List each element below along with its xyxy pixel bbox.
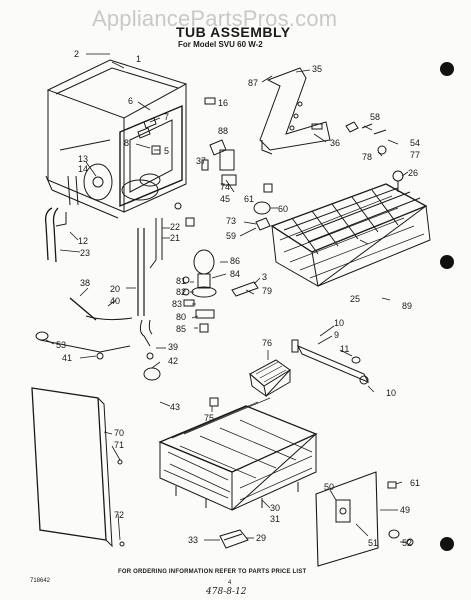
ordering-info-footer: FOR ORDERING INFORMATION REFER TO PARTS …	[118, 569, 307, 575]
callout-8: 8	[124, 138, 129, 148]
callout-54: 54	[410, 138, 420, 148]
drain-hose-drawing	[44, 175, 79, 263]
binder-hole-2	[440, 255, 454, 269]
drawing-code: 718642	[30, 578, 51, 584]
callout-1: 1	[136, 54, 141, 64]
diagram-subtitle: For Model SVU 60 W-2	[178, 40, 263, 49]
callout-81: 81	[176, 276, 186, 286]
callout-72: 72	[114, 510, 124, 520]
callout-80: 80	[176, 312, 186, 322]
callout-35: 35	[312, 64, 322, 74]
callout-78: 78	[362, 152, 372, 162]
callout-9: 9	[334, 330, 339, 340]
callout-71: 71	[114, 440, 124, 450]
support-bracket-drawing	[259, 67, 331, 155]
callout-75: 75	[204, 413, 214, 423]
callout-25: 25	[350, 294, 360, 304]
binder-hole-1	[440, 62, 454, 76]
watermark-text: AppliancePartsPros.com	[92, 6, 338, 31]
callout-21: 21	[170, 233, 180, 243]
page-number: 4	[228, 580, 232, 586]
callout-37: 37	[196, 156, 206, 166]
callout-43: 43	[170, 402, 180, 412]
callout-5: 5	[164, 146, 169, 156]
callout-53: 53	[56, 340, 66, 350]
callout-61-lower: 61	[410, 478, 420, 488]
callout-31: 31	[270, 514, 280, 524]
callout-70: 70	[114, 428, 124, 438]
callout-52: 52	[402, 538, 412, 548]
callout-36: 36	[330, 138, 340, 148]
callout-12: 12	[78, 236, 88, 246]
callout-89: 89	[402, 301, 412, 311]
callout-77: 77	[410, 150, 420, 160]
callout-61-upper: 61	[244, 194, 254, 204]
callout-83: 83	[172, 299, 182, 309]
side-bracket-drawing	[315, 471, 414, 567]
callout-labels: 2 1 6 7 8 5 13 14 12 23 16 87 35 88 37 3…	[56, 49, 420, 548]
callout-20: 20	[110, 284, 120, 294]
callout-39: 39	[168, 342, 178, 352]
tub-drawing	[45, 59, 188, 219]
callout-26: 26	[408, 168, 418, 178]
callout-22: 22	[170, 222, 180, 232]
lower-dish-rack-drawing	[158, 397, 318, 511]
callout-6: 6	[128, 96, 133, 106]
callout-73: 73	[226, 216, 236, 226]
diagram-title: TUB ASSEMBLY	[176, 24, 291, 40]
callout-58: 58	[370, 112, 380, 122]
rack-rail-drawing	[291, 339, 370, 385]
callout-14: 14	[78, 164, 88, 174]
upper-dish-rack-drawing	[270, 183, 431, 287]
handwritten-note: 478-8-12	[206, 587, 247, 597]
callout-74: 74	[220, 182, 230, 192]
callout-13: 13	[78, 154, 88, 164]
callout-41: 41	[62, 353, 72, 363]
callout-50: 50	[324, 482, 334, 492]
fill-tubes-drawing	[35, 218, 163, 381]
upper-hardware-drawing	[137, 97, 404, 231]
callout-87: 87	[248, 78, 258, 88]
callout-60: 60	[278, 204, 288, 214]
callout-29: 29	[256, 533, 266, 543]
callout-79: 79	[262, 286, 272, 296]
silverware-basket-drawing	[209, 359, 291, 407]
callout-88: 88	[218, 126, 228, 136]
wash-arm-drawing	[182, 249, 259, 333]
callout-10-lower: 10	[386, 388, 396, 398]
callout-3: 3	[262, 272, 267, 282]
callout-38: 38	[80, 278, 90, 288]
callout-45: 45	[220, 194, 230, 204]
callout-85: 85	[176, 324, 186, 334]
callout-7: 7	[164, 112, 169, 122]
callout-leader-lines	[45, 53, 409, 543]
callout-42: 42	[168, 356, 178, 366]
door-panel-drawing	[31, 387, 125, 548]
callout-76: 76	[262, 338, 272, 348]
callout-10-upper: 10	[334, 318, 344, 328]
callout-11: 11	[340, 344, 349, 354]
callout-82: 82	[176, 287, 186, 297]
callout-23: 23	[80, 248, 90, 258]
binder-hole-3	[440, 537, 454, 551]
callout-86: 86	[230, 256, 240, 266]
callout-16: 16	[218, 98, 228, 108]
callout-49: 49	[400, 505, 410, 515]
callout-30: 30	[270, 503, 280, 513]
callout-33: 33	[188, 535, 198, 545]
callout-84: 84	[230, 269, 240, 279]
callout-2: 2	[74, 49, 79, 59]
callout-59: 59	[226, 231, 236, 241]
callout-51: 51	[368, 538, 378, 548]
clip-33-drawing	[219, 529, 249, 549]
callout-40: 40	[110, 296, 120, 306]
